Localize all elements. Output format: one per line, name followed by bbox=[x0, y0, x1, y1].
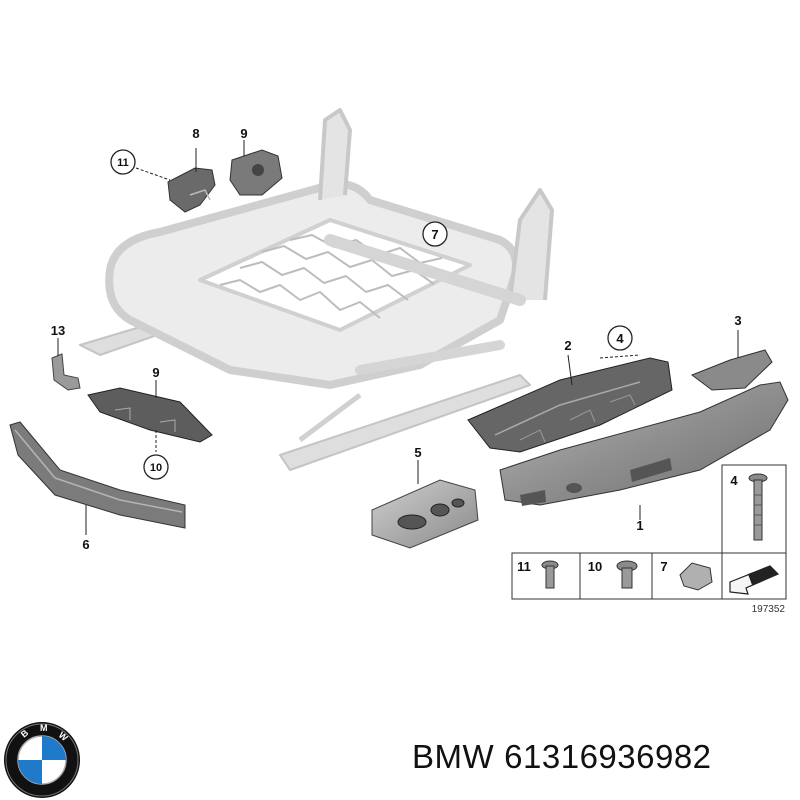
label-1: 1 bbox=[636, 518, 643, 533]
seat-frame bbox=[79, 108, 554, 471]
svg-text:4: 4 bbox=[616, 331, 624, 346]
bmw-logo-icon: B M W bbox=[4, 722, 80, 798]
callout-7: 7 bbox=[422, 221, 448, 247]
legend-label-10: 10 bbox=[588, 559, 602, 574]
label-3: 3 bbox=[734, 313, 741, 328]
part-9-bracket-middle bbox=[87, 380, 213, 452]
label-9-middle: 9 bbox=[152, 365, 159, 380]
svg-text:M: M bbox=[40, 723, 48, 733]
legend-label-11: 11 bbox=[517, 559, 531, 574]
label-9-top: 9 bbox=[240, 126, 247, 141]
label-8: 8 bbox=[192, 126, 199, 141]
svg-text:10: 10 bbox=[150, 462, 162, 474]
part-number: 61316936982 bbox=[504, 738, 712, 775]
diagram-reference-number: 197352 bbox=[752, 604, 786, 615]
svg-text:B: B bbox=[19, 727, 31, 739]
callout-4: 4 bbox=[607, 325, 633, 351]
legend-label-7: 7 bbox=[660, 559, 667, 574]
part-3-cap bbox=[690, 330, 773, 391]
part-6-trim-strip bbox=[9, 421, 186, 535]
screw-10-icon bbox=[616, 560, 638, 589]
parts-legend bbox=[511, 464, 787, 600]
svg-text:7: 7 bbox=[431, 227, 438, 242]
brand-name: BMW bbox=[412, 738, 495, 775]
label-5: 5 bbox=[414, 445, 421, 460]
bolt-4-icon bbox=[748, 473, 768, 541]
callout-10: 10 bbox=[143, 454, 169, 480]
part-9-cover-top bbox=[229, 140, 283, 196]
part-1-side-cover bbox=[499, 381, 789, 520]
part-5-seat-switch bbox=[371, 460, 479, 549]
label-6: 6 bbox=[82, 537, 89, 552]
direction-arrow-icon bbox=[729, 565, 780, 595]
clip-7-icon bbox=[679, 562, 713, 591]
label-13: 13 bbox=[51, 323, 65, 338]
callout-11: 11 bbox=[110, 149, 136, 175]
part-2-carrier bbox=[467, 354, 673, 453]
screw-11-icon bbox=[541, 560, 559, 589]
svg-text:11: 11 bbox=[117, 157, 129, 169]
legend-label-4: 4 bbox=[730, 473, 738, 488]
label-2: 2 bbox=[564, 338, 571, 353]
part-8-bracket bbox=[135, 148, 216, 213]
part-13-clip bbox=[51, 338, 81, 391]
